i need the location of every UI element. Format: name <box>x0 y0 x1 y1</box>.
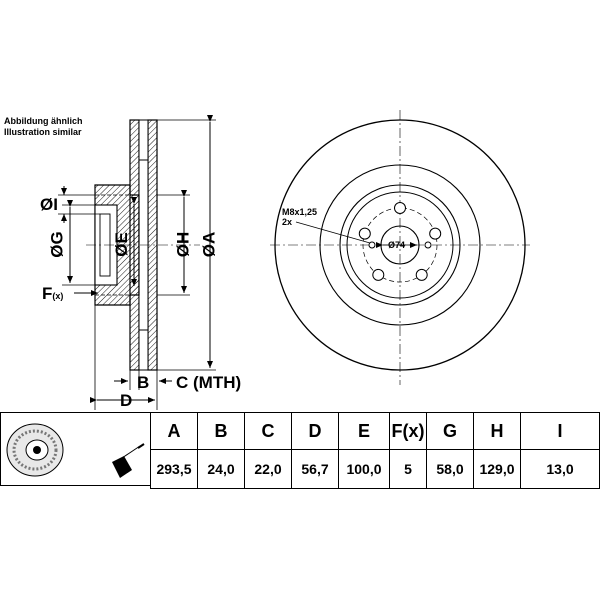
header-C: C <box>244 412 292 450</box>
label-E: ØE <box>111 232 131 257</box>
value-I: 13,0 <box>520 449 600 489</box>
label-B: B <box>137 373 150 392</box>
value-F: 5 <box>389 449 427 489</box>
label-A: ØA <box>199 231 219 258</box>
value-H: 129,0 <box>473 449 521 489</box>
front-view <box>270 110 530 385</box>
header-A: A <box>150 412 198 450</box>
value-C: 22,0 <box>244 449 292 489</box>
disc-outer-edge <box>274 119 526 371</box>
center-bore-label: Ø74 <box>388 240 406 250</box>
label-G: ØG <box>47 231 67 258</box>
label-I: ØI <box>40 195 58 214</box>
label-C: C (MTH) <box>176 373 242 392</box>
thread-count: 2x <box>282 217 293 227</box>
header-D: D <box>291 412 339 450</box>
hat-outer-edge <box>339 184 461 306</box>
threaded-holes <box>368 241 432 249</box>
value-D: 56,7 <box>291 449 339 489</box>
thread-label: M8x1,25 <box>282 207 318 217</box>
label-D: D <box>120 391 133 410</box>
note-line-2: Illustration similar <box>4 127 82 137</box>
label-F-sub: (x) <box>52 291 64 301</box>
friction-inner-edge <box>319 164 481 326</box>
value-A: 293,5 <box>150 449 198 489</box>
value-E: 100,0 <box>338 449 390 489</box>
header-I: I <box>520 412 600 450</box>
thumbnail-cell <box>0 412 150 486</box>
disc-profile-icon <box>112 443 145 478</box>
note-line-1: Abbildung ähnlich <box>4 116 83 126</box>
side-section-view <box>58 115 216 410</box>
value-G: 58,0 <box>426 449 474 489</box>
spec-header-row: A B C D E F(x) G H I <box>150 412 600 450</box>
header-E: E <box>338 412 390 450</box>
label-F: F(x) <box>42 285 63 305</box>
bolt-holes <box>358 202 442 281</box>
header-B: B <box>197 412 245 450</box>
label-F-main: F <box>42 284 53 303</box>
disc-thumbnail <box>6 423 64 477</box>
header-F: F(x) <box>389 412 427 450</box>
label-H: ØH <box>173 231 193 258</box>
spec-table: A B C D E F(x) G H I 293,5 24,0 22,0 56,… <box>150 412 600 489</box>
hat-inner-edge <box>346 191 454 299</box>
spec-value-row: 293,5 24,0 22,0 56,7 100,0 5 58,0 129,0 … <box>150 449 600 489</box>
bolt-pitch-circle <box>362 207 438 283</box>
header-H: H <box>473 412 521 450</box>
header-G: G <box>426 412 474 450</box>
value-B: 24,0 <box>197 449 245 489</box>
